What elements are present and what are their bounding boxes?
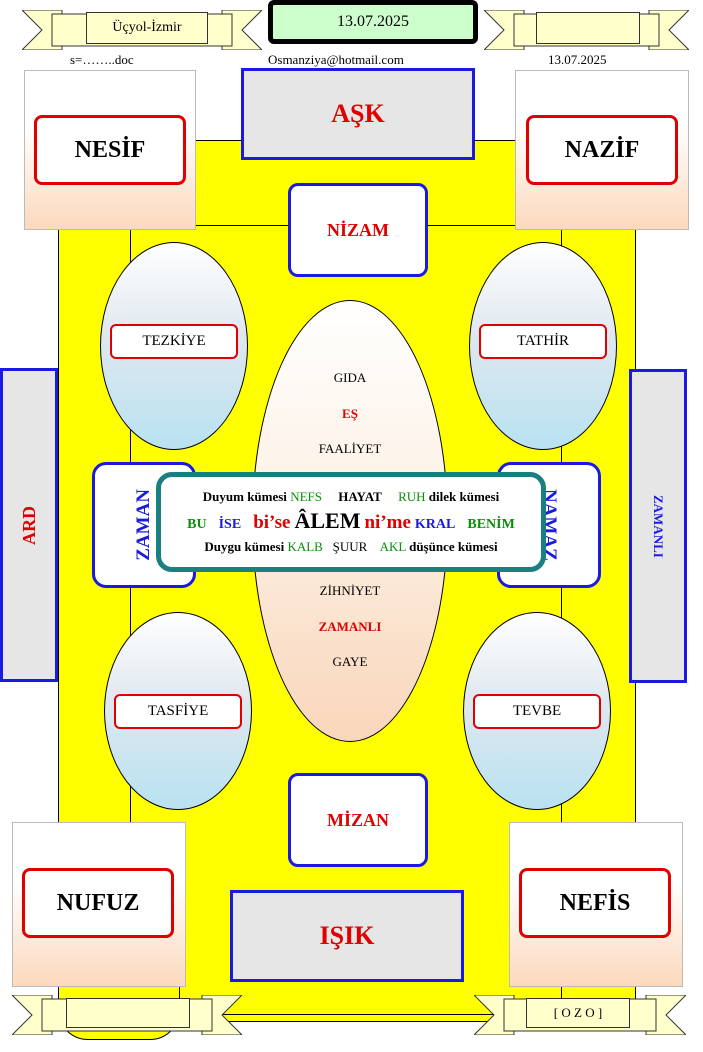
list-gaye: GAYE xyxy=(332,654,368,669)
label-nesif: NESİF xyxy=(34,115,186,185)
bottom-left-ribbon-label xyxy=(66,998,190,1028)
duygu-kumesi: Duygu kümesi xyxy=(204,539,285,554)
list-faaliyet: FAALİYET xyxy=(318,441,382,456)
alem-word: ÂLEM xyxy=(294,508,361,533)
ise-word: İSE xyxy=(218,517,242,532)
ruh-word: RUH xyxy=(398,489,426,504)
tezkiye-pill: TEZKİYE xyxy=(110,324,238,359)
row-duyum: Duyum kümesi NEFS HAYAT RUH dilek kümesi xyxy=(161,489,541,505)
dilek-kumesi: dilek kümesi xyxy=(428,489,500,504)
kalb-word: KALB xyxy=(287,539,323,554)
row-duygu: Duygu kümesi KALB ŞUUR AKL düşünce kümes… xyxy=(161,539,541,555)
ask-box: AŞK xyxy=(241,68,475,160)
date-right-text: 13.07.2025 xyxy=(548,52,607,67)
suur-word: ŞUUR xyxy=(332,539,368,554)
bise-word: bi’se xyxy=(253,512,291,533)
location-label: Üçyol-İzmir xyxy=(86,12,208,44)
date-box: 13.07.2025 xyxy=(268,0,478,44)
list-es: EŞ xyxy=(342,406,358,421)
mizan-box: MİZAN xyxy=(288,773,428,867)
bu-word: BU xyxy=(187,517,207,532)
isik-box: IŞIK xyxy=(230,890,464,982)
duyum-kumesi: Duyum kümesi xyxy=(202,489,287,504)
nizam-box: NİZAM xyxy=(288,183,428,277)
zamanli-side-label: ZAMANLI xyxy=(651,494,666,558)
center-concept-box: Duyum kümesi NEFS HAYAT RUH dilek kümesi… xyxy=(156,472,546,572)
row-alem: BU İSE bi’se ÂLEM ni’me KRAL BENİM xyxy=(161,508,541,534)
zamanli-panel: ZAMANLI xyxy=(629,369,687,683)
kral-word: KRAL xyxy=(414,517,456,532)
top-right-ribbon-label xyxy=(536,12,640,44)
benim-word: BENİM xyxy=(467,517,515,532)
zaman-label: ZAMAN xyxy=(133,489,154,561)
akl-word: AKL xyxy=(379,539,406,554)
list-gida: GIDA xyxy=(333,370,367,385)
ard-label: ARD xyxy=(18,505,39,545)
nime-word: ni’me xyxy=(364,512,411,533)
ard-panel: ARD xyxy=(0,368,58,682)
nefs-word: NEFS xyxy=(290,489,322,504)
label-nufuz: NUFUZ xyxy=(22,868,174,938)
ozo-label: [ O Z O ] xyxy=(526,998,630,1028)
list-zamanli: ZAMANLI xyxy=(318,619,382,634)
list-zihniyet: ZİHNİYET xyxy=(319,583,381,598)
tasfiye-pill: TASFİYE xyxy=(114,694,242,729)
tathir-pill: TATHİR xyxy=(479,324,607,359)
hayat-word: HAYAT xyxy=(338,489,382,504)
tevbe-pill: TEVBE xyxy=(473,694,601,729)
dusunce-kumesi: düşünce kümesi xyxy=(409,539,498,554)
email-text[interactable]: Osmanziya@hotmail.com xyxy=(268,52,404,67)
filename-text: s=……..doc xyxy=(70,52,134,67)
label-nazif: NAZİF xyxy=(526,115,678,185)
label-nefis: NEFİS xyxy=(519,868,671,938)
